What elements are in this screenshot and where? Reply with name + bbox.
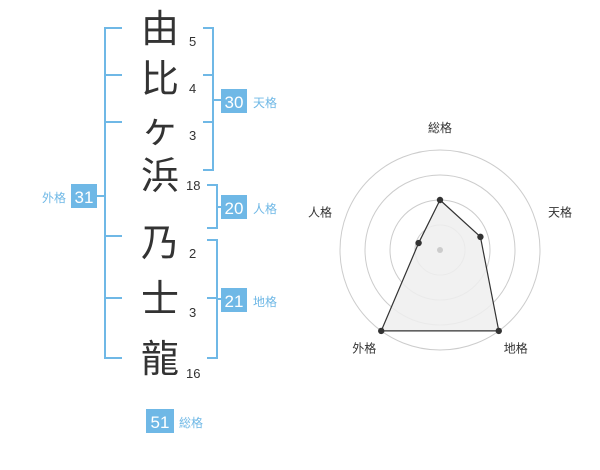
gaikaku-label: 外格 (42, 190, 66, 205)
stroke-count-3: 3 (189, 128, 196, 143)
radar-axis-label-1: 総格 (428, 120, 452, 135)
name-char-5: 乃 (141, 221, 179, 265)
stroke-count-2: 4 (189, 81, 196, 96)
radar-ring-4 (339, 149, 541, 351)
gaikaku-group: 31 外格 (42, 184, 97, 208)
jinkaku-value: 20 (225, 199, 244, 218)
name-char-3: ヶ (141, 107, 179, 151)
jinkaku-bracket (207, 184, 221, 229)
stroke-count-1: 5 (189, 34, 196, 49)
radar-point-3 (495, 327, 502, 335)
soukaku-label: 総格 (179, 415, 203, 430)
tenkaku-label: 天格 (253, 95, 277, 110)
gaikaku-bracket (97, 27, 122, 359)
tenkaku-group: 30 天格 (221, 89, 277, 113)
stroke-count-5: 2 (189, 246, 196, 261)
stroke-counts: 5 4 3 18 2 3 16 (186, 34, 200, 381)
radar-axis-label-3: 地格 (504, 341, 528, 356)
stroke-count-4: 18 (186, 178, 200, 193)
radar-axis-label-5: 人格 (308, 204, 332, 219)
jinkaku-box (221, 195, 247, 219)
gaikaku-value: 31 (75, 188, 94, 207)
chikaku-bracket (207, 239, 221, 359)
name-char-4: 浜 (141, 154, 179, 198)
tenkaku-box (221, 89, 247, 113)
radar-center (437, 247, 443, 253)
radar-point-4 (378, 327, 385, 335)
chikaku-group: 21 地格 (221, 288, 277, 312)
soukaku-group: 51 総格 (146, 409, 203, 433)
stroke-count-6: 3 (189, 305, 196, 320)
name-char-7: 龍 (141, 337, 179, 381)
radar-point-5 (415, 239, 422, 247)
tenkaku-bracket (203, 27, 221, 171)
radar-axis-label-2: 天格 (548, 204, 572, 219)
name-characters: 由 比 ヶ 浜 乃 士 龍 (141, 7, 179, 381)
soukaku-box (146, 409, 174, 433)
name-char-2: 比 (141, 57, 179, 101)
kakusu-brackets (97, 27, 221, 359)
stroke-count-7: 16 (186, 366, 200, 381)
jinkaku-label: 人格 (253, 201, 277, 216)
radar-axis-label-4: 外格 (352, 341, 376, 356)
name-char-1: 由 (141, 7, 179, 51)
jinkaku-group: 20 人格 (221, 195, 277, 219)
soukaku-value: 51 (151, 413, 170, 432)
radar-points (378, 196, 502, 335)
chikaku-box (221, 288, 247, 312)
chikaku-label: 地格 (253, 294, 277, 309)
tenkaku-value: 30 (225, 93, 244, 112)
chikaku-value: 21 (225, 292, 244, 311)
radar-point-1 (436, 196, 444, 204)
name-char-6: 士 (141, 277, 179, 321)
radar-polygon (380, 199, 500, 332)
radar-point-2 (477, 233, 484, 241)
gaikaku-box (71, 184, 97, 208)
